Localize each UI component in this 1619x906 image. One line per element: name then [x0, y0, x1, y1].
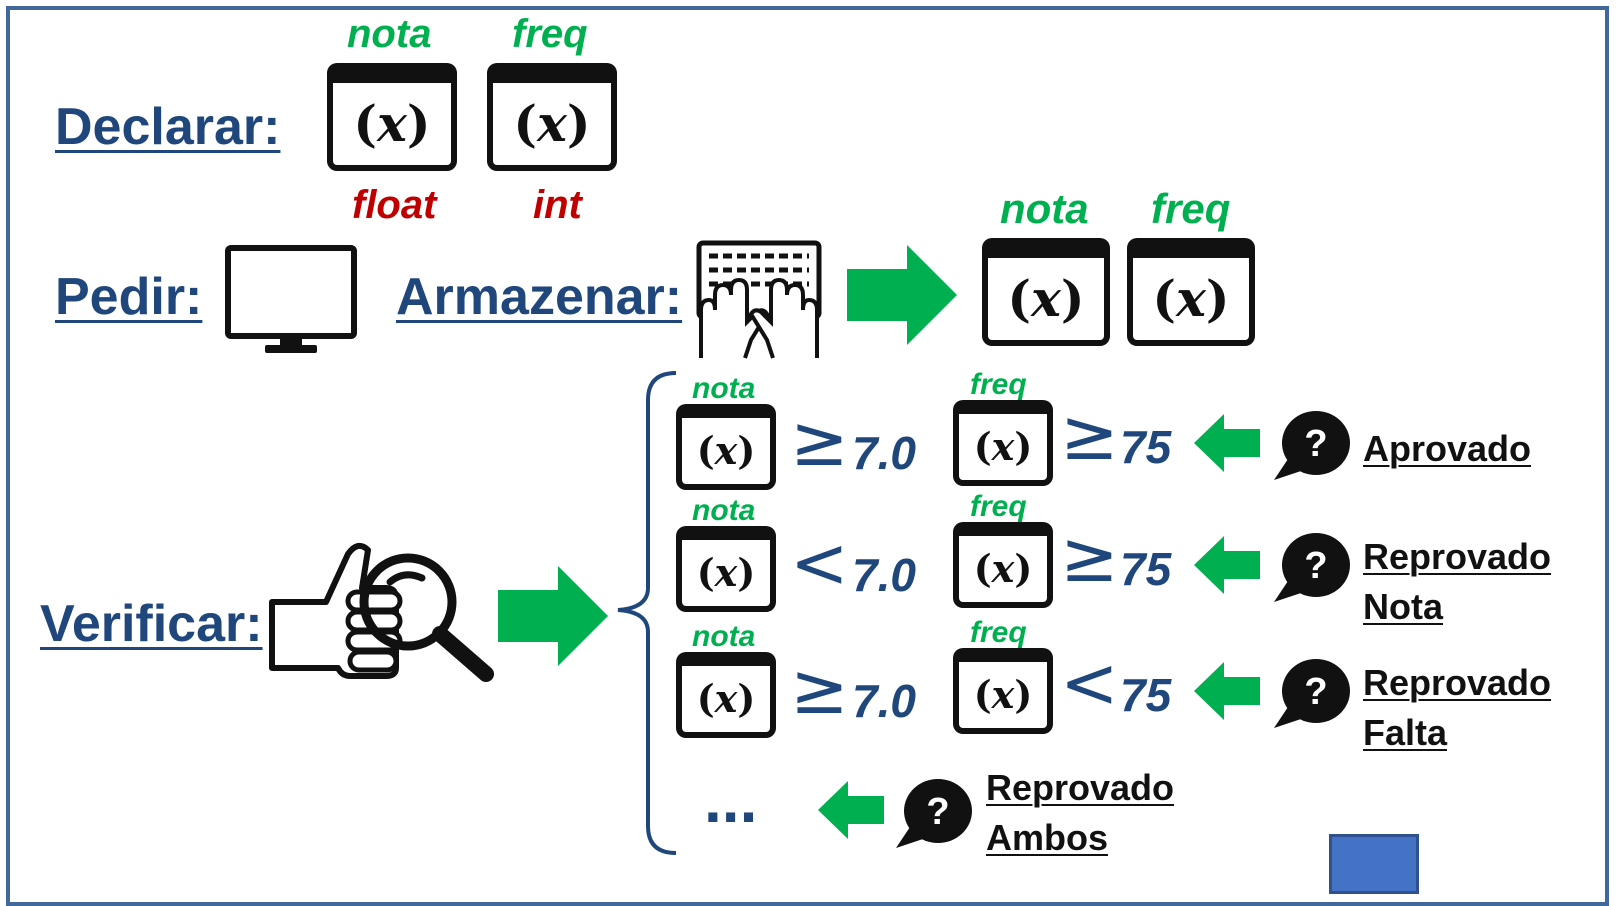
- var-name-freq: freq: [970, 490, 1027, 523]
- var-name-nota: nota: [692, 372, 756, 405]
- arrow-left-icon: [1194, 662, 1260, 720]
- variable-box-icon: (x): [327, 63, 457, 171]
- variable-box-icon: (x): [487, 63, 617, 171]
- result-line1: Reprovado: [1363, 662, 1552, 703]
- result-line1: Reprovado: [986, 767, 1175, 808]
- freq-operator: ≥: [1060, 394, 1119, 476]
- nota-threshold: 7.0: [852, 549, 916, 601]
- freq-operator: ≥: [1060, 516, 1119, 598]
- question-bubble-icon: ?: [1274, 411, 1350, 480]
- arrow-left-icon: [1194, 414, 1260, 472]
- variable-box-icon: (x): [982, 238, 1110, 346]
- type-freq: int: [533, 183, 582, 227]
- freq-operator: <: [1060, 642, 1119, 724]
- arrow-right-icon: [498, 566, 608, 666]
- nota-threshold: 7.0: [852, 427, 916, 479]
- svg-text:?: ?: [926, 791, 949, 833]
- freq-threshold: 75: [1120, 543, 1172, 595]
- step-pedir: Pedir:: [55, 268, 203, 326]
- question-bubble-icon: ?: [896, 779, 972, 848]
- nota-operator: <: [790, 522, 849, 604]
- variable-box-icon: (x): [1127, 238, 1255, 346]
- arrow-left-icon: [1194, 536, 1260, 594]
- brace-icon: [617, 371, 677, 855]
- result-line1: Reprovado: [1363, 536, 1552, 577]
- var-name-nota: nota: [692, 620, 756, 653]
- step-verificar: Verificar:: [40, 595, 263, 653]
- svg-text:?: ?: [1304, 671, 1327, 713]
- magnifier-hand-icon: [269, 542, 494, 682]
- freq-threshold: 75: [1120, 421, 1172, 473]
- variable-box-icon: (x): [953, 400, 1053, 486]
- result-line2: Falta: [1363, 711, 1448, 753]
- arrow-right-icon: [847, 245, 957, 345]
- nota-operator: ≥: [790, 400, 849, 482]
- type-nota: float: [352, 183, 437, 227]
- result-line2: Nota: [1363, 585, 1443, 627]
- question-bubble-icon: ?: [1274, 659, 1350, 728]
- variable-box-icon: (x): [953, 648, 1053, 734]
- result-line1: Aprovado: [1363, 428, 1532, 469]
- result-reprovado-ambos: Reprovado Ambos: [986, 763, 1174, 862]
- svg-text:?: ?: [1304, 423, 1327, 465]
- var-name-freq: freq: [970, 368, 1027, 401]
- svg-text:?: ?: [1304, 545, 1327, 587]
- var-name-nota: nota: [1000, 185, 1089, 232]
- var-name-nota: nota: [347, 12, 432, 56]
- var-name-freq: freq: [1151, 185, 1231, 232]
- question-bubble-icon: ?: [1274, 533, 1350, 602]
- var-name-freq: freq: [970, 616, 1027, 649]
- result-label: Aprovado: [1363, 424, 1531, 474]
- var-name-nota: nota: [692, 494, 756, 527]
- var-name-freq: freq: [512, 12, 588, 56]
- variable-box-icon: (x): [676, 652, 776, 738]
- step-declarar: Declarar:: [55, 98, 281, 156]
- ellipsis: ...: [704, 764, 758, 836]
- variable-box-icon: (x): [676, 526, 776, 612]
- step-armazenar: Armazenar:: [396, 268, 683, 326]
- keyboard-typing-icon: [696, 240, 822, 359]
- freq-threshold: 75: [1120, 669, 1172, 721]
- monitor-icon: [225, 245, 357, 353]
- variable-box-icon: (x): [676, 404, 776, 490]
- nota-operator: ≥: [790, 648, 849, 730]
- variable-box-icon: (x): [953, 522, 1053, 608]
- nota-threshold: 7.0: [852, 675, 916, 727]
- result-line2: Ambos: [986, 816, 1109, 858]
- corner-shape: [1329, 834, 1419, 894]
- arrow-left-icon: [818, 781, 884, 839]
